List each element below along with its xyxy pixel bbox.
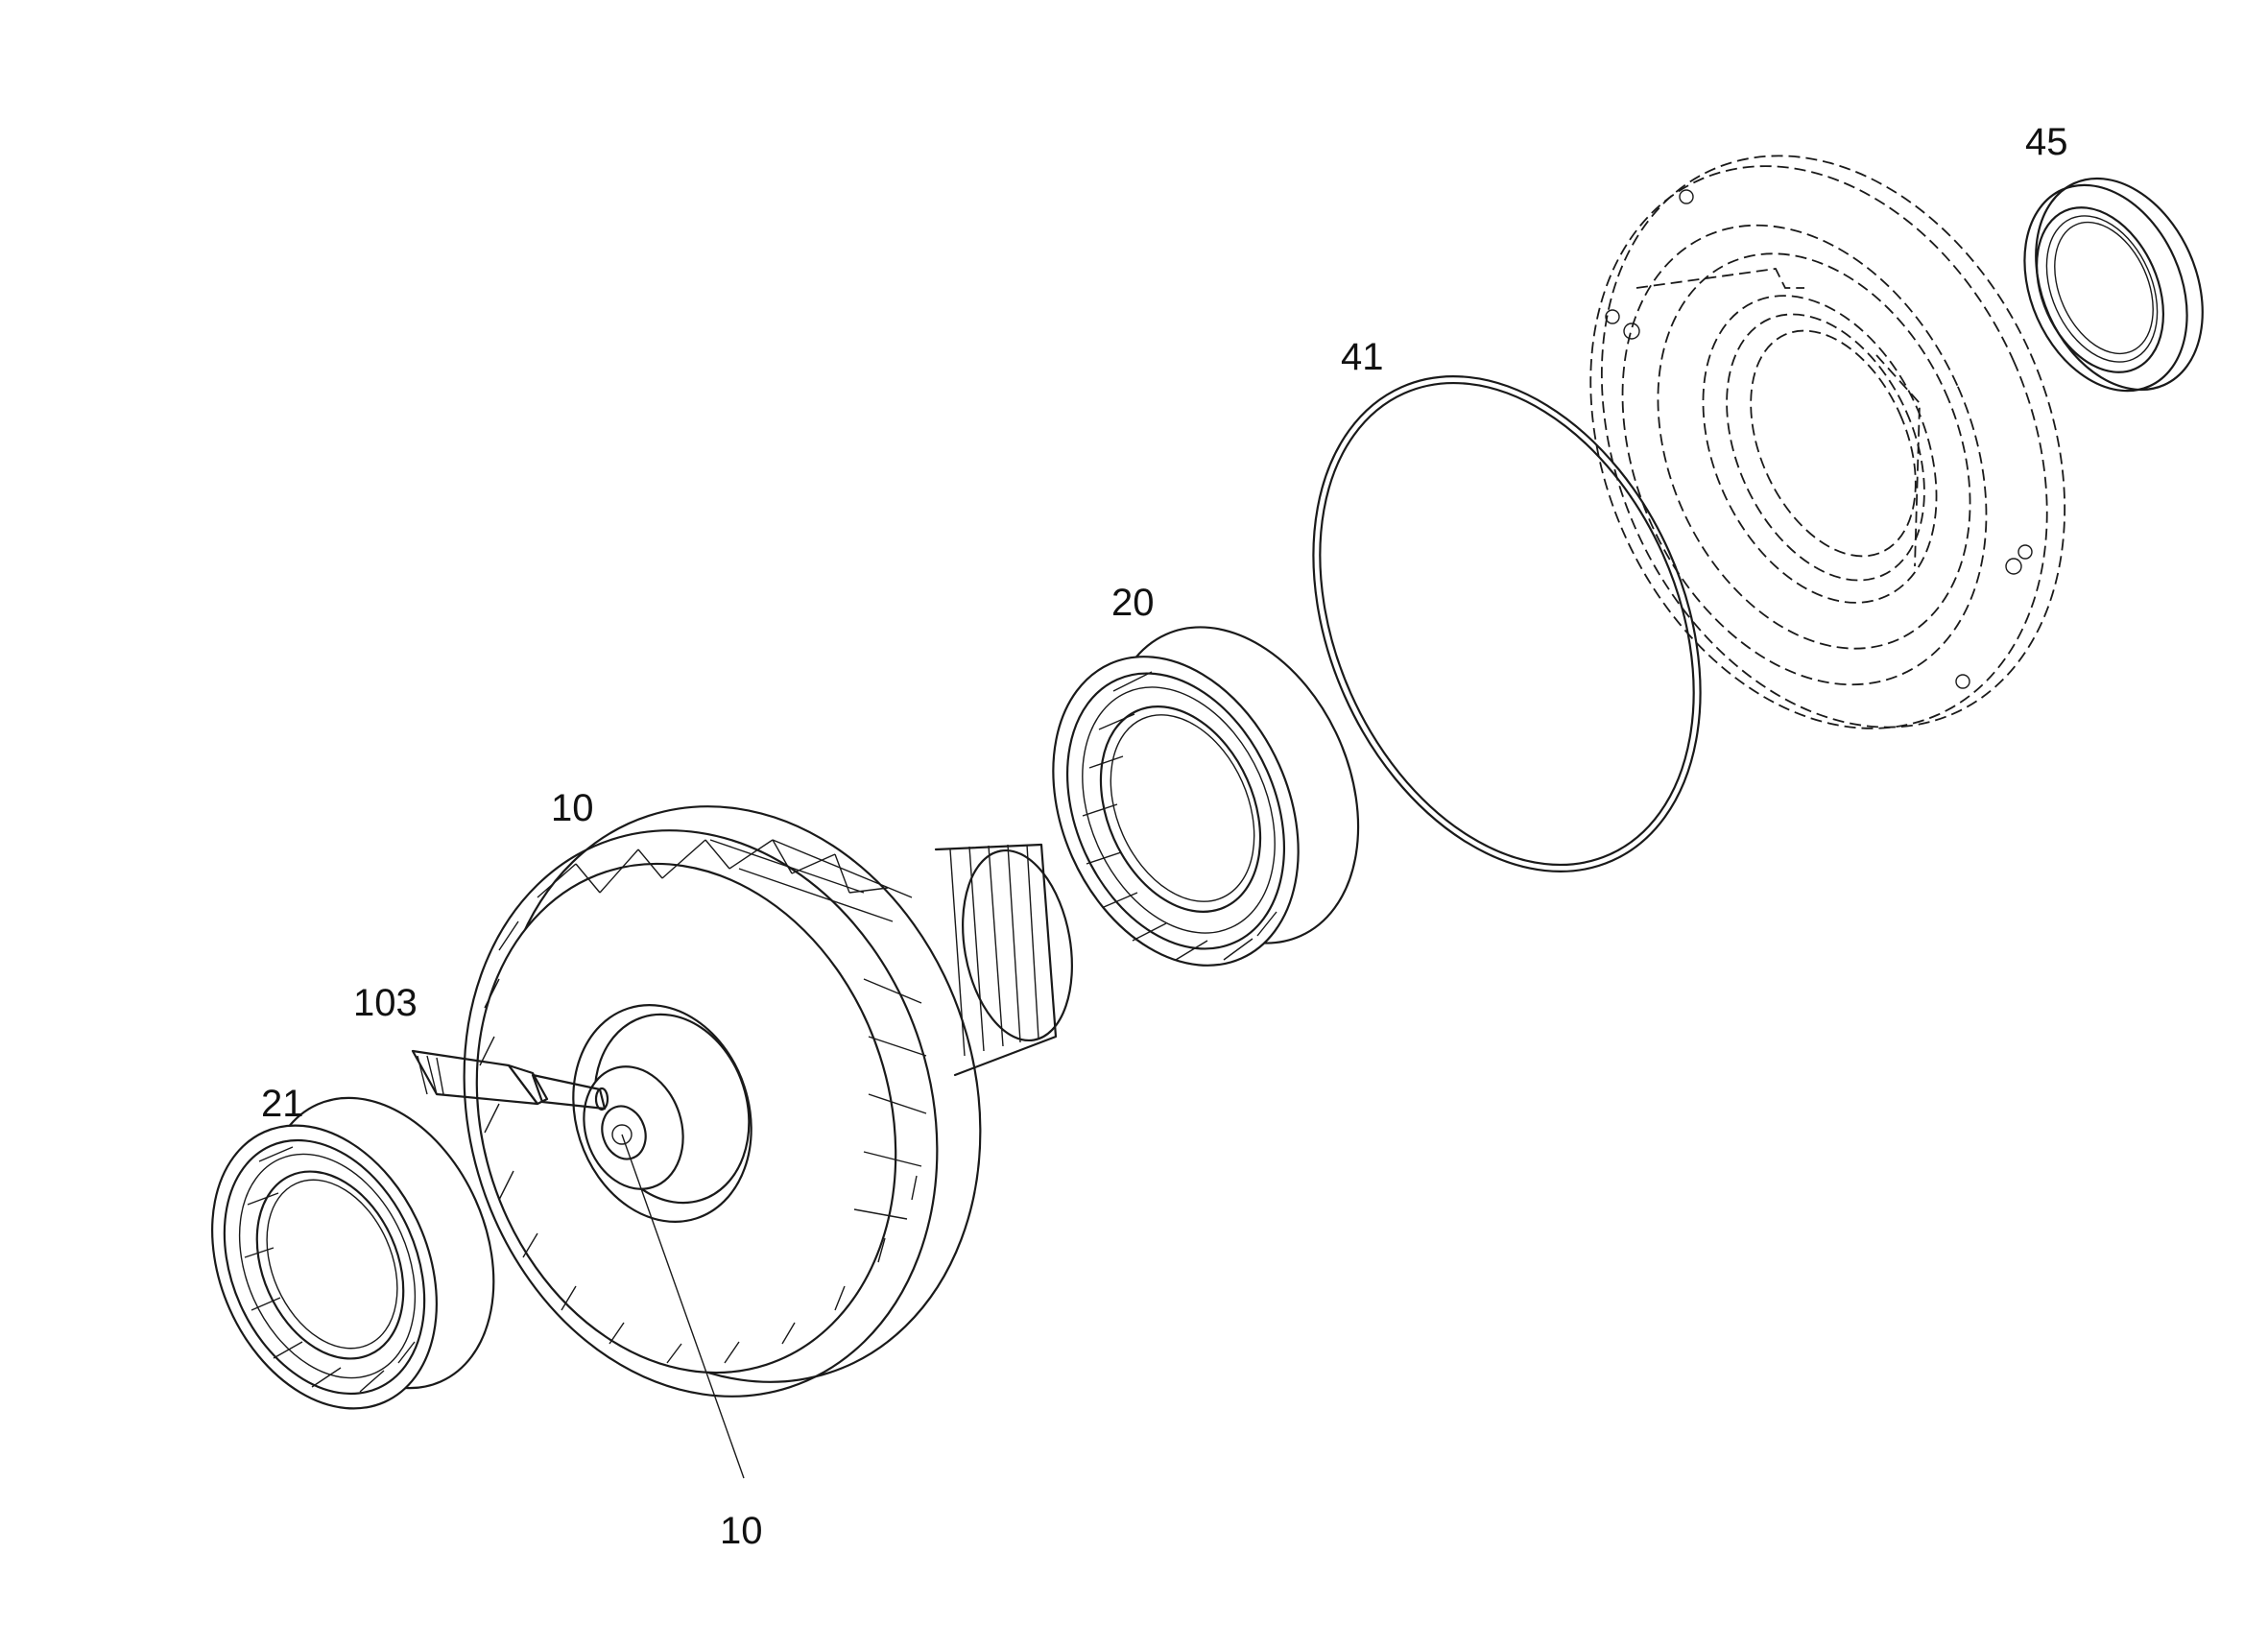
part-21-ball-bearing xyxy=(211,1096,495,1410)
callout-10-shaft: 10 xyxy=(720,1510,763,1552)
callout-103: 103 xyxy=(353,982,418,1024)
leader-line-shaft xyxy=(621,1134,745,1479)
bearing-cover-housing xyxy=(1589,155,2066,729)
part-45-shaft-seal xyxy=(2023,177,2204,393)
callout-41: 41 xyxy=(1341,336,1384,378)
part-41-o-ring xyxy=(1312,375,1702,872)
part-103-locking-pin xyxy=(411,1049,609,1111)
callout-21: 21 xyxy=(261,1083,304,1125)
callout-10-gear: 10 xyxy=(551,787,594,829)
callout-20: 20 xyxy=(1111,582,1155,624)
part-10-gear-shaft xyxy=(463,805,1073,1398)
callout-45: 45 xyxy=(2025,121,2068,163)
part-20-roller-bearing xyxy=(1052,626,1360,967)
